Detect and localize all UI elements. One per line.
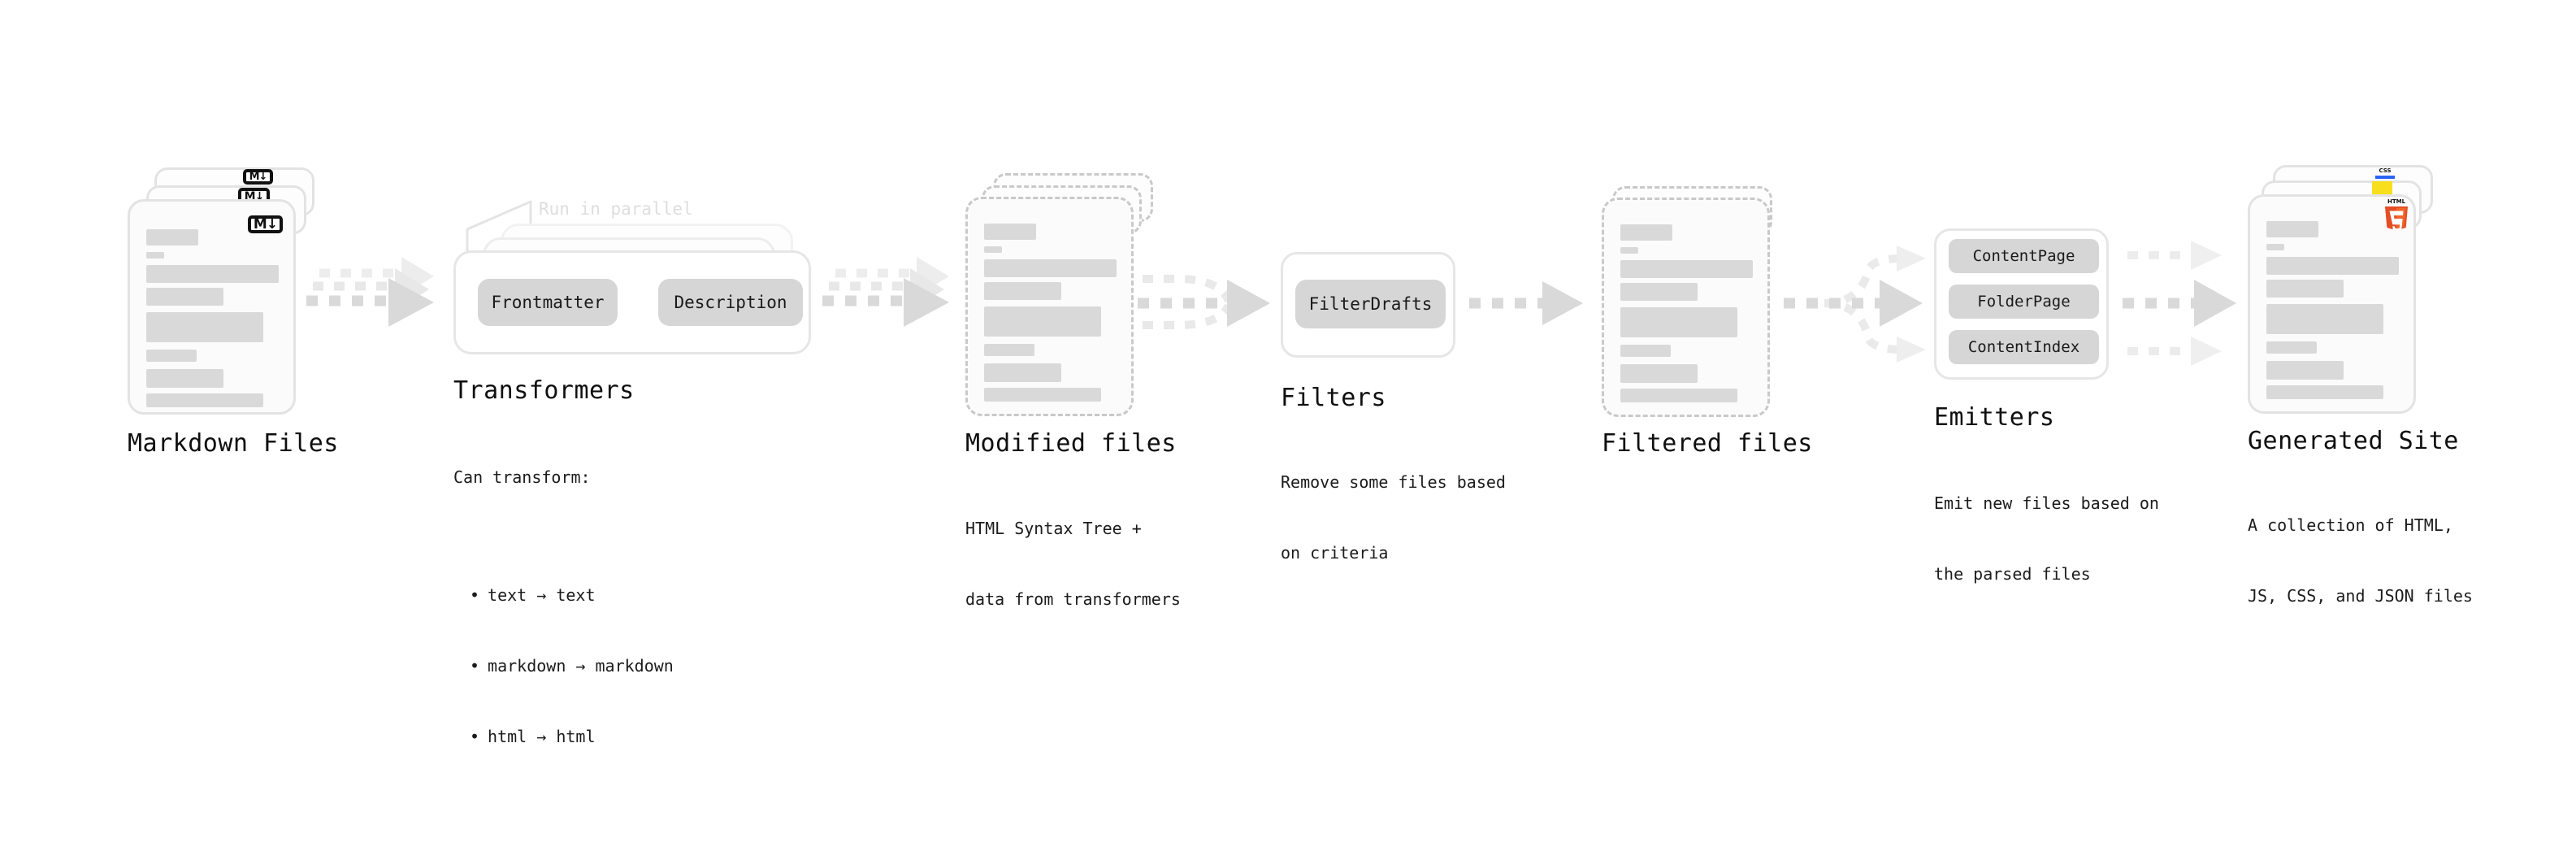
skeleton-bar <box>146 350 197 362</box>
transformers-subtitle-line: Can transform: <box>453 467 591 487</box>
skeleton-subtitle <box>984 246 1002 253</box>
skeleton-bar <box>146 312 263 342</box>
skeleton-subtitle <box>2266 244 2284 250</box>
filtered-card-front <box>1602 198 1770 417</box>
connector-transformers-to-modified <box>822 257 949 327</box>
emitters-subtitle-line: Emit new files based on <box>1934 493 2159 513</box>
stage-subtitle-generated-site: A collection of HTML, JS, CSS, and JSON … <box>2248 467 2473 655</box>
html5-badge: HTML <box>2383 197 2410 232</box>
connector-filtered-to-emitters <box>1784 246 1926 363</box>
skeleton-bar <box>1620 345 1671 357</box>
transformers-bullet: text → text <box>470 584 674 607</box>
emitters-subtitle-line: the parsed files <box>1934 564 2091 584</box>
skeleton-bar <box>1620 283 1698 301</box>
skeleton-bar <box>984 363 1061 382</box>
stage-subtitle-modified-files: HTML Syntax Tree + data from transformer… <box>965 470 1181 658</box>
connector-emitters-to-site <box>2123 241 2236 366</box>
markdown-card-front <box>128 199 296 415</box>
skeleton-bar <box>1620 364 1698 383</box>
stage-subtitle-emitters: Emit new files based on the parsed files <box>1934 445 2159 633</box>
connector-modified-to-filters <box>1138 275 1270 329</box>
skeleton-bar <box>984 282 1061 300</box>
skeleton-bar <box>2266 280 2344 298</box>
skeleton-title <box>1620 224 1672 241</box>
css-badge-bar <box>2375 176 2395 179</box>
transformers-bullet-list: text → text markdown → markdown html → h… <box>453 537 674 796</box>
markdown-badge-text: M↓ <box>249 171 268 183</box>
transformer-pill-frontmatter[interactable]: Frontmatter <box>478 279 618 326</box>
skeleton-bar <box>984 344 1034 356</box>
skeleton-bar <box>2266 385 2383 399</box>
skeleton-bar <box>984 306 1101 337</box>
filters-subtitle-line: Remove some files based <box>1281 472 1506 492</box>
skeleton-bar <box>1620 260 1753 278</box>
skeleton-bar <box>1620 307 1737 337</box>
modified-subtitle-line: HTML Syntax Tree + <box>965 519 1142 538</box>
site-subtitle-line: A collection of HTML, <box>2248 515 2453 535</box>
stage-title-emitters: Emitters <box>1934 403 2055 432</box>
connector-filters-to-filtered <box>1469 281 1583 325</box>
skeleton-bar <box>2266 257 2399 275</box>
skeleton-bar <box>146 265 279 283</box>
markdown-badge-text: M↓ <box>253 216 278 232</box>
skeleton-bar <box>984 388 1101 402</box>
filters-subtitle-line: on criteria <box>1281 543 1389 563</box>
markdown-badge-front[interactable]: M↓ <box>248 215 283 233</box>
skeleton-subtitle <box>146 252 164 259</box>
skeleton-bar <box>146 288 223 306</box>
skeleton-title <box>146 229 198 246</box>
modified-card-front <box>965 197 1134 416</box>
transformer-pill-description[interactable]: Description <box>658 279 803 326</box>
skeleton-title <box>984 224 1036 240</box>
stage-title-transformers: Transformers <box>453 376 635 405</box>
emitter-pill-folderpage[interactable]: FolderPage <box>1949 285 2099 319</box>
emitter-pill-contentindex[interactable]: ContentIndex <box>1949 330 2099 364</box>
html5-icon: HTML <box>2385 198 2408 231</box>
skeleton-bar <box>2266 361 2344 380</box>
site-card-front <box>2248 194 2416 414</box>
skeleton-bar <box>2266 304 2383 334</box>
transformers-bullet: markdown → markdown <box>470 654 674 678</box>
html5-wordmark: HTML <box>2387 198 2406 205</box>
run-in-parallel-label: Run in parallel <box>539 199 693 219</box>
skeleton-subtitle <box>1620 247 1638 254</box>
js-badge <box>2372 181 2392 196</box>
markdown-badge-back-2: M↓ <box>243 169 273 185</box>
skeleton-title <box>2266 221 2318 237</box>
stage-title-modified-files: Modified files <box>965 429 1177 458</box>
site-subtitle-line: JS, CSS, and JSON files <box>2248 586 2473 606</box>
stage-subtitle-transformers: Can transform: text → text markdown → ma… <box>453 419 674 843</box>
stage-title-generated-site: Generated Site <box>2248 427 2459 455</box>
css-badge-text: CSS <box>2379 167 2392 174</box>
stage-title-markdown-files: Markdown Files <box>128 429 339 458</box>
stage-subtitle-filters: Remove some files based on criteria <box>1281 424 1506 612</box>
filter-pill-filterdrafts[interactable]: FilterDrafts <box>1295 280 1446 328</box>
skeleton-bar <box>2266 341 2317 354</box>
skeleton-bar <box>984 259 1117 277</box>
transformers-bullet: html → html <box>470 725 674 749</box>
connector-md-to-transformers <box>306 257 434 327</box>
skeleton-bar <box>1620 389 1737 402</box>
emitter-pill-contentpage[interactable]: ContentPage <box>1949 239 2099 273</box>
skeleton-bar <box>146 369 223 388</box>
pipeline-diagram: M↓ M↓ M↓ Markdown Files Run in parallel <box>0 0 2576 681</box>
modified-subtitle-line: data from transformers <box>965 589 1181 609</box>
skeleton-bar <box>146 393 263 407</box>
css-badge: CSS <box>2375 168 2395 181</box>
stage-title-filters: Filters <box>1281 384 1386 412</box>
stage-title-filtered-files: Filtered files <box>1602 429 1813 458</box>
